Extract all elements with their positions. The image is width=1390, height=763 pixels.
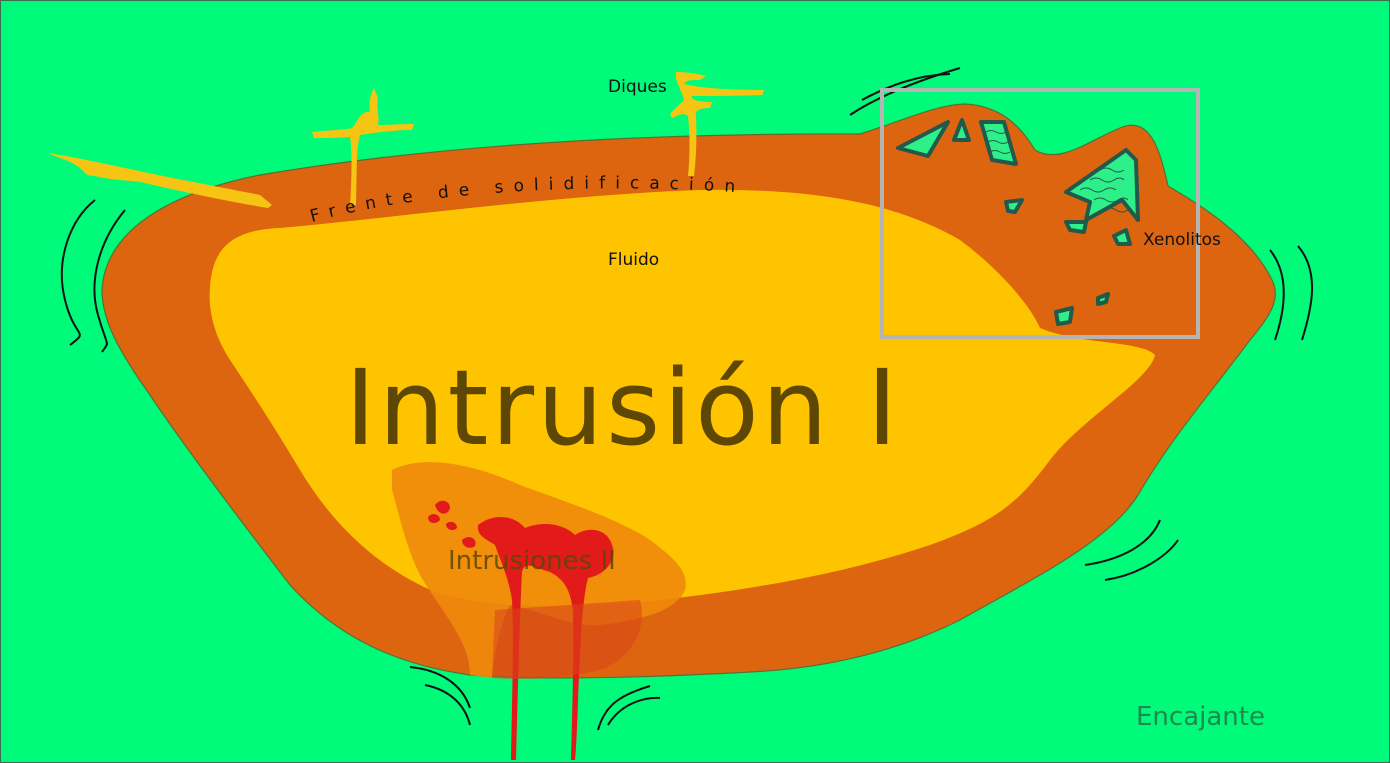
xenolith-zoom-frame: [880, 88, 1200, 339]
dikes-label: Diques: [608, 77, 667, 97]
xenoliths-label: Xenolitos: [1143, 230, 1221, 250]
intrusion-title: Intrusión I: [345, 347, 900, 469]
intrusions-ii-melt: [428, 500, 614, 760]
intrusions-ii-label: Intrusiones II: [448, 546, 616, 576]
fluid-label: Fluido: [608, 250, 659, 270]
host-rock-label: Encajante: [1136, 702, 1265, 732]
intrusions-ii-channel: [492, 600, 642, 680]
xenolith-foliation: [985, 130, 1129, 213]
xenoliths: [896, 118, 1140, 326]
intrusions-ii-zone: [392, 462, 686, 678]
dikes: [48, 72, 764, 208]
